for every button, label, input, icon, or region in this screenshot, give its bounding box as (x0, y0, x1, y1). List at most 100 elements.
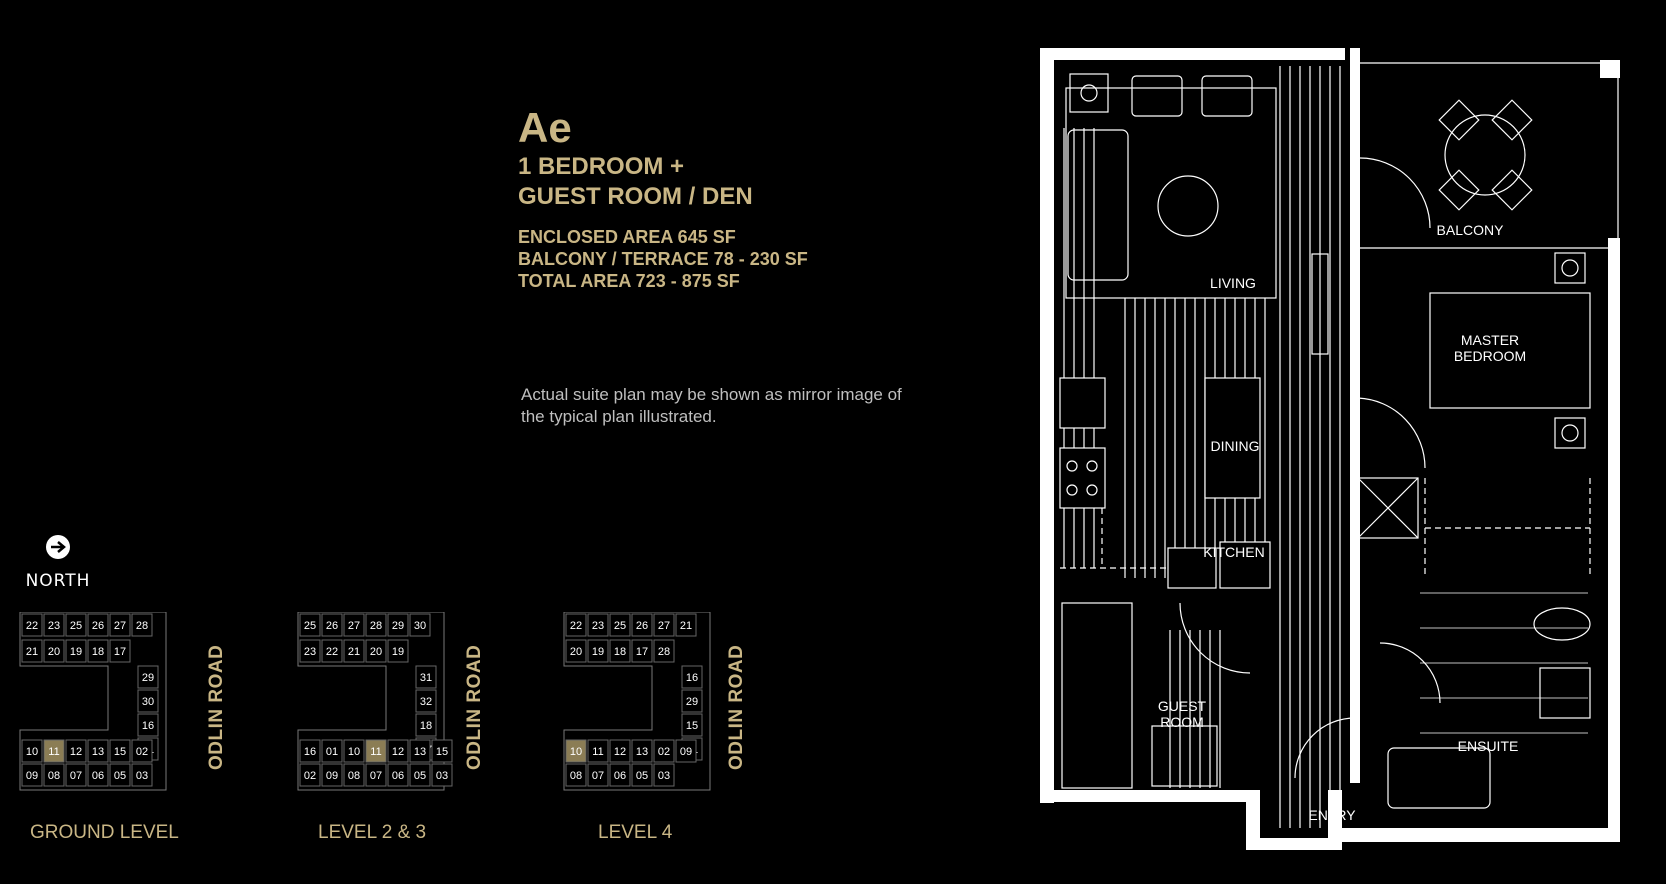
keyplan-unit: 13 (409, 739, 431, 763)
keyplan-unit: 25 (65, 613, 87, 637)
keyplan-unit-cell (21, 739, 43, 763)
room-label-entry: ENTRY (1308, 807, 1356, 823)
keyplan-unit: 28 (653, 639, 675, 663)
keyplan-unit: 18 (609, 639, 631, 663)
keyplan-unit-cell (43, 763, 65, 787)
keyplan-unit-number: 17 (114, 646, 126, 658)
mechanical-unit (1069, 73, 1109, 113)
keyplan-unit-cell (43, 739, 65, 763)
keyplan-label: LEVEL 2 & 3 (318, 822, 427, 843)
keyplan-unit-cell (387, 639, 409, 663)
keyplan-unit-number: 06 (614, 770, 626, 782)
keyplan-unit-number: 16 (304, 746, 316, 758)
keyplan-unit-number: 18 (92, 646, 104, 658)
keyplan-unit-number: 21 (26, 646, 38, 658)
keyplan-unit: 05 (109, 763, 131, 787)
keyplan-unit: 07 (65, 763, 87, 787)
keyplan-unit-number: 07 (370, 770, 382, 782)
keyplan-diagram: 2223252627212019181728162915011011121302… (563, 611, 711, 791)
keyplan-unit-number: 20 (48, 646, 60, 658)
keyplan-unit: 08 (565, 763, 587, 787)
keyplan-unit-cell (343, 739, 365, 763)
keyplan-level-4: 2223252627212019181728162915011011121302… (562, 611, 747, 843)
keyplan-unit-cell (587, 739, 609, 763)
keyplan-unit-number: 19 (592, 646, 604, 658)
mirror-plan-note: Actual suite plan may be shown as mirror… (521, 385, 902, 426)
keyplan-unit-number: 05 (114, 770, 126, 782)
keyplan-unit-number: 11 (48, 746, 59, 758)
tv-unit (1311, 253, 1329, 355)
keyplan-unit-cell (137, 713, 159, 737)
enclosed-area: ENCLOSED AREA 645 SF (518, 227, 736, 247)
keyplan-unit: 30 (409, 613, 431, 637)
keyplan-unit: 12 (609, 739, 631, 763)
keyplan-unit: 26 (321, 613, 343, 637)
keyplan-unit-cell (65, 763, 87, 787)
keyplan-unit-cell (65, 739, 87, 763)
keyplan-unit: 13 (631, 739, 653, 763)
keyplan-unit-cell (87, 763, 109, 787)
keyplan-unit-cell (609, 639, 631, 663)
keyplan-unit: 09 (21, 763, 43, 787)
keyplan-unit-number: 28 (370, 620, 382, 632)
keyplan-unit: 15 (681, 713, 703, 737)
keyplan-unit-cell (565, 739, 587, 763)
keyplan-unit-number: 10 (348, 746, 360, 758)
keyplan-unit-cell (109, 763, 131, 787)
keyplan-label: LEVEL 4 (598, 822, 673, 843)
keyplan-unit: 03 (131, 763, 153, 787)
keyplan-unit-cell (109, 639, 131, 663)
keyplan-unit-cell (653, 613, 675, 637)
keyplan-unit-highlighted: 11 (43, 739, 65, 763)
keyplan-unit-cell (365, 763, 387, 787)
keyplan-unit-number: 22 (326, 646, 338, 658)
keyplan-unit: 18 (415, 713, 437, 737)
keyplan-diagram: 2223252627282120191817293016011011121315… (19, 611, 167, 791)
keyplan-unit: 31 (415, 665, 437, 689)
keyplan-unit-number: 15 (436, 746, 448, 758)
keyplan-unit-number: 03 (658, 770, 670, 782)
keyplan-unit: 19 (587, 639, 609, 663)
keyplan-unit-cell (587, 639, 609, 663)
keyplan-unit-cell (137, 665, 159, 689)
keyplan-unit-cell (631, 739, 653, 763)
keyplan-unit-cell (631, 763, 653, 787)
coffee-table (1157, 175, 1219, 237)
keyplan-unit-number: 28 (658, 646, 670, 658)
keyplan-unit: 19 (65, 639, 87, 663)
keyplan-unit-cell (431, 739, 453, 763)
armchair (1131, 75, 1183, 117)
keyplan-unit: 07 (365, 763, 387, 787)
keyplan-unit-number: 26 (326, 620, 338, 632)
keyplan-unit: 20 (565, 639, 587, 663)
keyplan-unit-number: 26 (92, 620, 104, 632)
keyplan-unit-cell (653, 739, 675, 763)
keyplan-unit-cell (681, 665, 703, 689)
keyplan-unit-cell (109, 613, 131, 637)
keyplan-unit-number: 20 (370, 646, 382, 658)
keyplan-unit-number: 09 (326, 770, 338, 782)
keyplan-unit: 17 (631, 639, 653, 663)
keyplan-unit-number: 08 (570, 770, 582, 782)
keyplan-unit: 08 (43, 763, 65, 787)
keyplan-unit-number: 21 (680, 620, 692, 632)
keyplan-unit-cell (587, 613, 609, 637)
keyplan-unit: 23 (587, 613, 609, 637)
keyplan-unit-cell (21, 763, 43, 787)
keyplan-unit-number: 13 (92, 746, 104, 758)
keyplan-unit: 06 (87, 763, 109, 787)
keyplan-unit-number: 12 (70, 746, 82, 758)
keyplan-unit-cell (609, 739, 631, 763)
keyplan-unit-number: 18 (614, 646, 626, 658)
keyplan-unit: 07 (587, 763, 609, 787)
unit-code: Ae (518, 104, 572, 151)
keyplan-unit-number: 29 (142, 672, 154, 684)
keyplan-unit: 01 (321, 739, 343, 763)
keyplan-unit-number: 05 (414, 770, 426, 782)
room-label-guest-line2: ROOM (1160, 714, 1204, 730)
keyplan-unit-number: 19 (70, 646, 82, 658)
keyplan-unit: 23 (299, 639, 321, 663)
keyplan-unit: 16 (681, 665, 703, 689)
keyplan-unit: 22 (565, 613, 587, 637)
keyplan-unit-number: 16 (142, 720, 154, 732)
